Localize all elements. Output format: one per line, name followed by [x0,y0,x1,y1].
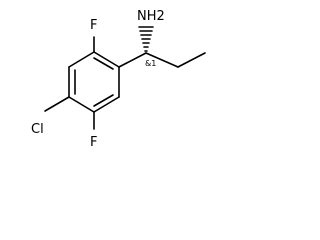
ring-bond-c1-c2 [93,51,120,68]
atom-label-nh2: NH2 [137,9,165,24]
ring-double-bond-c1-c2 [93,57,114,70]
atom-label-f-bottom: F [90,135,97,150]
ring-bond-c2-c3 [68,51,95,68]
bond-ring-chiral-center [118,52,147,68]
bond-chiral-ethyl [145,52,179,68]
hashed-wedge-bond [138,26,154,52]
atom-label-f-top: F [90,18,97,33]
ring-double-bond-c5-c6 [93,94,114,107]
atom-label-cl: Cl [31,122,44,137]
bond-ring-cl [44,96,70,112]
bond-ethyl-methyl [177,52,206,68]
structure-diagram: NH2 &1 F Cl F [31,9,206,150]
ring-bond-c5-c6 [93,96,120,113]
stereo-label: &1 [145,59,156,68]
ring-bond-c4-c5 [68,96,95,113]
